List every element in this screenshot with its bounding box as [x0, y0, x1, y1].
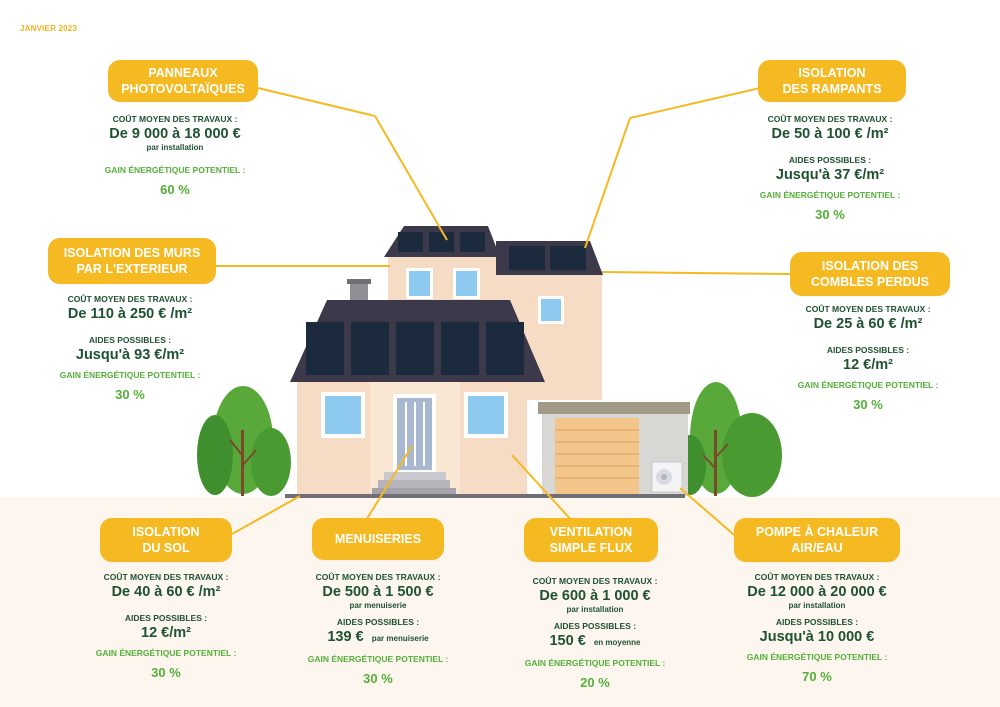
ventilation-aid-value: 150 € — [549, 633, 586, 649]
menuiseries-cost-value: De 500 à 1 500 € — [322, 584, 434, 600]
rampants-aid-label: AIDES POSSIBLES : — [788, 155, 872, 165]
pompe-info: COÛT MOYEN DES TRAVAUX : De 12 000 à 20 … — [742, 572, 892, 685]
menuiseries-aid-note: par menuiserie — [371, 634, 429, 643]
combles-gain-label: GAIN ÉNERGÉTIQUE POTENTIEL : — [797, 380, 939, 390]
murs-cost-value: De 110 à 250 € /m² — [67, 306, 193, 322]
sol-title-line2: DU SOL — [142, 541, 190, 555]
menuiseries-info: COÛT MOYEN DES TRAVAUX : De 500 à 1 500 … — [303, 572, 453, 687]
left-trees — [197, 386, 291, 496]
menuiseries-cost-note: par menuiserie — [349, 601, 407, 610]
menuiseries-gain-label: GAIN ÉNERGÉTIQUE POTENTIEL : — [307, 654, 449, 664]
pompe-gain-value: 70 % — [802, 669, 832, 684]
ventilation-cost-note: par installation — [566, 605, 624, 614]
sol-cost-label: COÛT MOYEN DES TRAVAUX : — [103, 572, 229, 582]
panneaux-title-line1: PANNEAUX — [148, 66, 218, 80]
chimney — [350, 282, 368, 300]
pompe-cost-label: COÛT MOYEN DES TRAVAUX : — [754, 572, 880, 582]
upper-block-wall — [388, 253, 498, 303]
combles-aid-label: AIDES POSSIBLES : — [826, 345, 910, 355]
panneaux-gain-label: GAIN ÉNERGÉTIQUE POTENTIEL : — [104, 165, 246, 175]
panneaux-cost-label: COÛT MOYEN DES TRAVAUX : — [112, 114, 238, 124]
panneaux-info: COÛT MOYEN DES TRAVAUX : De 9 000 à 18 0… — [100, 114, 250, 198]
rampants-gain-label: GAIN ÉNERGÉTIQUE POTENTIEL : — [759, 190, 901, 200]
pompe-gain-label: GAIN ÉNERGÉTIQUE POTENTIEL : — [746, 652, 888, 662]
ventilation-cost-label: COÛT MOYEN DES TRAVAUX : — [532, 576, 658, 586]
sol-aid-value: 12 €/m² — [141, 625, 191, 641]
panneaux-title-line2: PHOTOVOLTAÏQUES — [121, 82, 245, 96]
sol-title-badge: ISOLATION DU SOL — [100, 518, 232, 562]
murs-cost-label: COÛT MOYEN DES TRAVAUX : — [67, 294, 193, 304]
murs-title-line2: PAR L'EXTERIEUR — [76, 262, 188, 276]
ventilation-title-line2: SIMPLE FLUX — [549, 541, 633, 555]
rampants-info: COÛT MOYEN DES TRAVAUX : De 50 à 100 € /… — [755, 114, 905, 223]
murs-info: COÛT MOYEN DES TRAVAUX : De 110 à 250 € … — [55, 294, 205, 403]
ventilation-aid-note: en moyenne — [593, 638, 641, 647]
rampants-title-line2: DES RAMPANTS — [782, 82, 882, 96]
murs-title-badge: ISOLATION DES MURS PAR L'EXTERIEUR — [48, 238, 216, 284]
murs-aid-value: Jusqu'à 93 €/m² — [75, 347, 185, 363]
combles-title-line1: ISOLATION DES — [821, 259, 919, 273]
sol-info: COÛT MOYEN DES TRAVAUX : De 40 à 60 € /m… — [91, 572, 241, 681]
pompe-title-line1: POMPE À CHALEUR — [755, 525, 879, 539]
murs-gain-value: 30 % — [115, 387, 145, 402]
panneaux-gain-value: 60 % — [160, 182, 190, 197]
menuiseries-title-badge: MENUISERIES — [312, 518, 444, 560]
combles-aid-value: 12 €/m² — [843, 357, 893, 373]
sol-title-line1: ISOLATION — [132, 525, 200, 539]
combles-title-line2: COMBLES PERDUS — [810, 275, 930, 289]
murs-gain-label: GAIN ÉNERGÉTIQUE POTENTIEL : — [59, 370, 201, 380]
rampants-title-line1: ISOLATION — [798, 66, 866, 80]
right-trees — [674, 382, 782, 497]
combles-gain-value: 30 % — [853, 397, 883, 412]
sol-gain-label: GAIN ÉNERGÉTIQUE POTENTIEL : — [95, 648, 237, 658]
panneaux-cost-note: par installation — [146, 143, 204, 152]
ventilation-cost-value: De 600 à 1 000 € — [539, 588, 651, 604]
menuiseries-cost-label: COÛT MOYEN DES TRAVAUX : — [315, 572, 441, 582]
garage-roof — [538, 402, 690, 414]
sol-gain-value: 30 % — [151, 665, 181, 680]
ventilation-title-badge: VENTILATION SIMPLE FLUX — [524, 518, 658, 562]
rampants-cost-value: De 50 à 100 € /m² — [771, 126, 889, 142]
combles-cost-label: COÛT MOYEN DES TRAVAUX : — [805, 304, 931, 314]
pompe-aid-value: Jusqu'à 10 000 € — [759, 629, 875, 645]
ventilation-aid-label: AIDES POSSIBLES : — [553, 621, 637, 631]
panneaux-cost-value: De 9 000 à 18 000 € — [109, 126, 241, 142]
menuiseries-aid-label: AIDES POSSIBLES : — [336, 617, 420, 627]
murs-aid-label: AIDES POSSIBLES : — [88, 335, 172, 345]
pompe-aid-label: AIDES POSSIBLES : — [775, 617, 859, 627]
pompe-cost-note: par installation — [788, 601, 846, 610]
menuiseries-gain-value: 30 % — [363, 671, 393, 686]
pompe-cost-value: De 12 000 à 20 000 € — [747, 584, 887, 600]
leader-lines — [216, 87, 791, 541]
panneaux-title-badge: PANNEAUX PHOTOVOLTAÏQUES — [108, 60, 258, 102]
rampants-aid-value: Jusqu'à 37 €/m² — [775, 167, 885, 183]
pompe-title-badge: POMPE À CHALEUR AIR/EAU — [734, 518, 900, 562]
rampants-gain-value: 30 % — [815, 207, 845, 222]
ventilation-gain-value: 20 % — [580, 675, 610, 690]
murs-title-line1: ISOLATION DES MURS — [63, 246, 201, 260]
ventilation-gain-label: GAIN ÉNERGÉTIQUE POTENTIEL : — [524, 658, 666, 668]
pompe-title-line2: AIR/EAU — [791, 541, 843, 555]
menuiseries-aid-value: 139 € — [327, 629, 364, 645]
menuiseries-title-line1: MENUISERIES — [334, 532, 422, 546]
rampants-title-badge: ISOLATION DES RAMPANTS — [758, 60, 906, 102]
ventilation-info: COÛT MOYEN DES TRAVAUX : De 600 à 1 000 … — [520, 576, 670, 691]
combles-info: COÛT MOYEN DES TRAVAUX : De 25 à 60 € /m… — [793, 304, 943, 413]
combles-cost-value: De 25 à 60 € /m² — [813, 316, 923, 332]
rampants-cost-label: COÛT MOYEN DES TRAVAUX : — [767, 114, 893, 124]
combles-title-badge: ISOLATION DES COMBLES PERDUS — [790, 252, 950, 296]
date-label: JANVIER 2023 — [20, 24, 78, 33]
sol-cost-value: De 40 à 60 € /m² — [111, 584, 221, 600]
sol-aid-label: AIDES POSSIBLES : — [124, 613, 208, 623]
ventilation-title-line1: VENTILATION — [549, 525, 633, 539]
